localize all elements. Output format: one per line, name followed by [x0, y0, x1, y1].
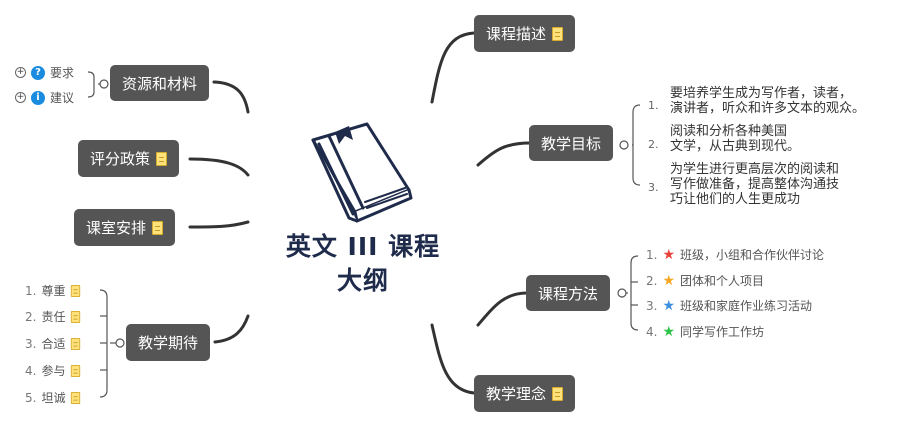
expectation-number: 3. [25, 336, 37, 351]
node-teaching-expectations-label: 教学期待 [138, 334, 199, 352]
orange-star-icon: ★ [662, 272, 676, 289]
center-topic-line2: 大纲 [336, 266, 389, 295]
node-teaching-philosophy-label: 教学理念 [486, 385, 547, 403]
resource-item[interactable]: + ? 要求 [15, 64, 74, 81]
method-number: 4. [646, 324, 658, 339]
expectation-number: 5. [25, 390, 37, 405]
question-icon: ? [31, 65, 45, 80]
node-resources-label: 资源和材料 [122, 74, 198, 93]
method-number: 2. [646, 273, 658, 288]
goal-number: 3. [648, 181, 659, 194]
expand-icon[interactable]: + [15, 67, 26, 78]
expectation-label: 参与 [41, 364, 66, 378]
expectation-item[interactable]: 3. 合适 [25, 335, 81, 352]
resource-label: 要求 [50, 66, 75, 80]
node-course-methods-label: 课程方法 [538, 284, 599, 303]
goal-text-line: 为学生进行更高层次的阅读和 [670, 162, 840, 177]
node-grading-policy-label: 评分政策 [90, 150, 151, 168]
expand-icon[interactable]: + [15, 92, 26, 103]
info-icon: i [31, 90, 45, 105]
method-label: 班级和家庭作业练习活动 [680, 299, 813, 313]
node-classroom[interactable]: 课室安排 [74, 209, 176, 246]
center-topic[interactable]: 英文 III 课程 大纲 [268, 230, 458, 298]
node-teaching-expectations[interactable]: 教学期待 [126, 324, 211, 361]
note-icon[interactable] [71, 391, 81, 404]
goal-number: 2. [648, 138, 659, 151]
red-star-icon: ★ [662, 246, 676, 263]
method-label: 团体和个人项目 [680, 274, 765, 288]
note-icon[interactable] [152, 220, 164, 235]
goal-text-line: 文学，从古典到现代。 [670, 139, 801, 154]
node-classroom-label: 课室安排 [86, 219, 147, 237]
method-item[interactable]: 4. ★ 同学写作工作坊 [646, 323, 764, 340]
note-icon[interactable] [71, 364, 81, 377]
goal-text-line: 写作做准备，提高整体沟通技 [670, 177, 840, 192]
node-course-methods[interactable]: 课程方法 [526, 275, 611, 311]
node-teaching-philosophy[interactable]: 教学理念 [474, 375, 576, 412]
note-icon[interactable] [71, 284, 81, 297]
expectation-label: 合适 [41, 337, 66, 351]
method-item[interactable]: 1. ★ 班级，小组和合作伙伴讨论 [646, 246, 824, 263]
goal-item[interactable]: 阅读和分析各种美国 文学，从古典到现代。 [670, 124, 800, 154]
blue-star-icon: ★ [662, 297, 676, 314]
expectation-item[interactable]: 2. 责任 [25, 308, 81, 325]
note-icon[interactable] [552, 26, 564, 41]
node-course-description[interactable]: 课程描述 [474, 15, 576, 52]
node-teaching-goals[interactable]: 教学目标 [529, 125, 614, 161]
goal-item[interactable]: 为学生进行更高层次的阅读和 写作做准备，提高整体沟通技 巧让他们的人生更成功 [670, 162, 839, 207]
method-label: 班级，小组和合作伙伴讨论 [680, 248, 825, 262]
node-grading-policy[interactable]: 评分政策 [78, 140, 180, 177]
method-item[interactable]: 3. ★ 班级和家庭作业练习活动 [646, 297, 812, 314]
node-course-description-label: 课程描述 [486, 25, 547, 43]
method-number: 3. [646, 298, 658, 313]
note-icon[interactable] [71, 337, 81, 350]
node-resources[interactable]: 资源和材料 [110, 65, 210, 101]
resource-item[interactable]: + i 建议 [15, 89, 74, 106]
expectation-label: 坦诚 [41, 391, 66, 405]
expectation-item[interactable]: 4. 参与 [25, 362, 81, 379]
goal-text-line: 演讲者，听众和许多文本的观众。 [670, 101, 866, 116]
goal-text-line: 阅读和分析各种美国 [670, 124, 788, 139]
expectation-number: 2. [25, 309, 37, 324]
method-item[interactable]: 2. ★ 团体和个人项目 [646, 272, 764, 289]
resource-label: 建议 [50, 91, 75, 105]
expectation-label: 尊重 [41, 284, 66, 298]
note-icon[interactable] [552, 386, 564, 401]
expectation-item[interactable]: 5. 坦诚 [25, 389, 81, 406]
goal-item[interactable]: 要培养学生成为写作者，读者， 演讲者，听众和许多文本的观众。 [670, 86, 865, 116]
book-icon [311, 122, 413, 223]
green-star-icon: ★ [662, 323, 676, 340]
goal-text-line: 要培养学生成为写作者，读者， [670, 86, 853, 101]
node-teaching-goals-label: 教学目标 [541, 134, 602, 153]
expectation-number: 1. [25, 283, 37, 298]
expectation-number: 4. [25, 363, 37, 378]
expectation-label: 责任 [41, 310, 66, 324]
method-number: 1. [646, 247, 658, 262]
goal-number: 1. [648, 99, 659, 112]
center-topic-line1: 英文 III 课程 [285, 232, 441, 261]
method-label: 同学写作工作坊 [680, 325, 765, 339]
note-icon[interactable] [156, 151, 168, 166]
goal-text-line: 巧让他们的人生更成功 [670, 192, 801, 207]
note-icon[interactable] [71, 310, 81, 323]
expectation-item[interactable]: 1. 尊重 [25, 282, 81, 299]
